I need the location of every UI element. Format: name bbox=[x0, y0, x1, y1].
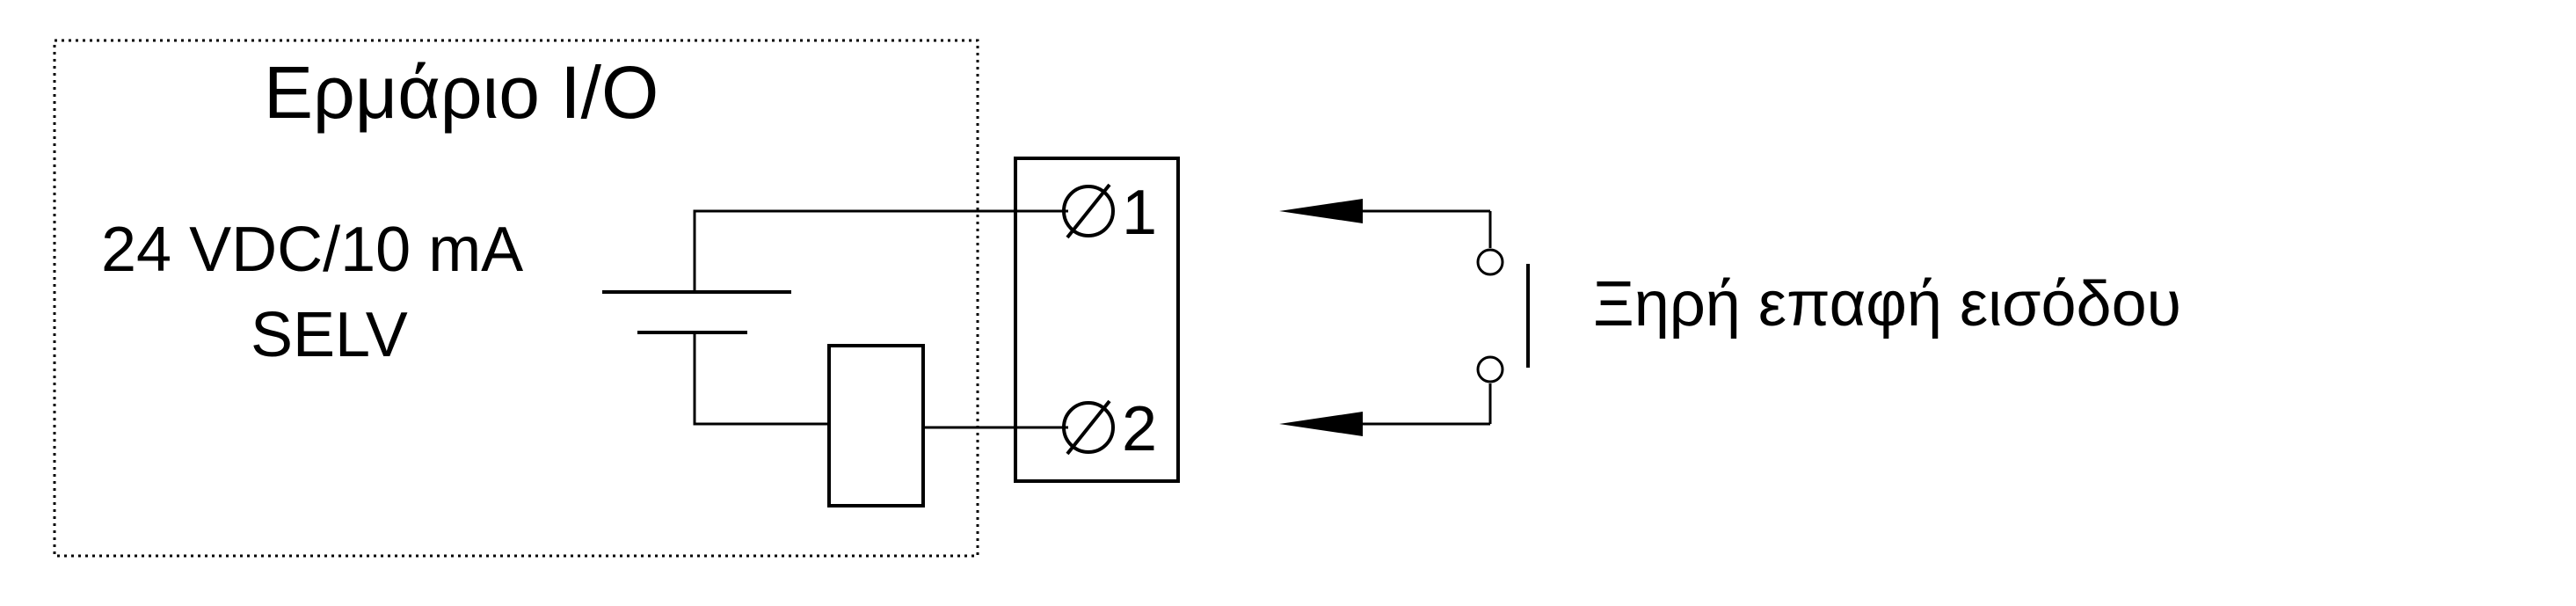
arrow-2-icon bbox=[1279, 412, 1363, 436]
terminal-2-screw-icon bbox=[1062, 401, 1115, 454]
terminal-2: 2 bbox=[1062, 394, 1157, 464]
dry-contact-label: Ξηρή επαφή εισόδου bbox=[1593, 269, 2181, 340]
terminal-1-screw-icon bbox=[1062, 185, 1115, 237]
terminal-1-label: 1 bbox=[1122, 178, 1157, 248]
terminal-block bbox=[1014, 157, 1180, 483]
dry-contact-switch bbox=[1476, 211, 1530, 424]
supply-voltage-label: 24 VDC/10 mA bbox=[101, 215, 523, 285]
battery-symbol bbox=[602, 290, 791, 334]
internal-wiring bbox=[693, 209, 1068, 429]
cabinet-enclosure bbox=[53, 39, 979, 558]
relay-coil bbox=[827, 344, 925, 507]
terminal-1: 1 bbox=[1062, 178, 1157, 248]
cabinet-title: Ερμάριο I/O bbox=[264, 51, 659, 134]
supply-selv-label: SELV bbox=[251, 300, 408, 370]
terminal-2-label: 2 bbox=[1122, 394, 1157, 464]
input-arrows bbox=[1279, 199, 1490, 436]
arrow-1-icon bbox=[1279, 199, 1363, 223]
